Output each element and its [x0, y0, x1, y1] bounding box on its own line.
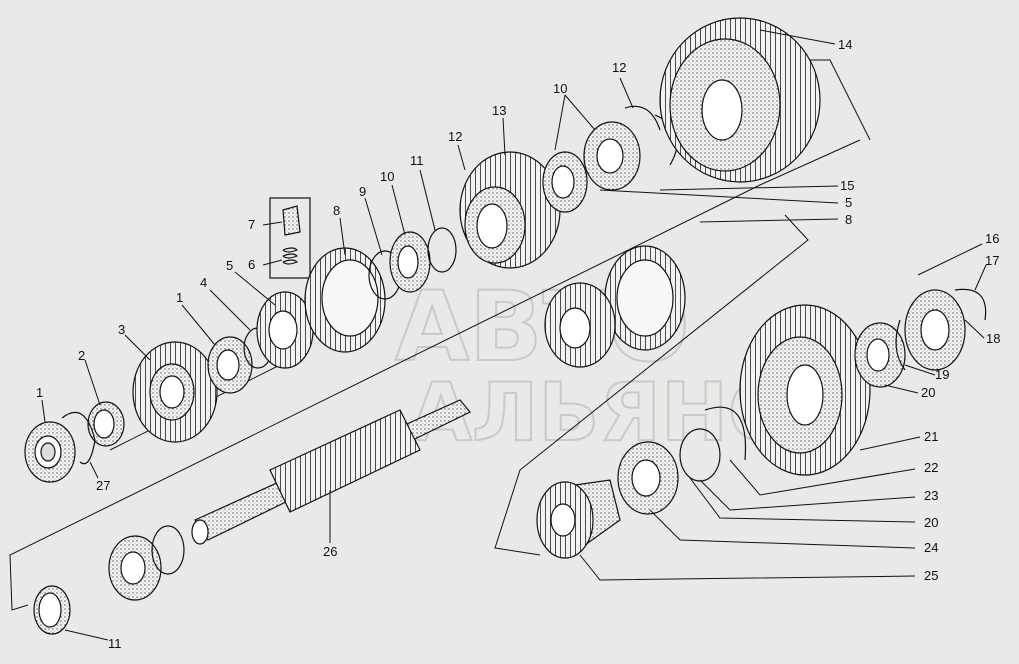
callout-17: 17 [985, 253, 999, 268]
callout-24: 24 [924, 540, 938, 555]
ring-23 [679, 428, 721, 482]
circlip-17 [954, 288, 987, 321]
bearing-10-left [389, 231, 431, 293]
synchro-hub-8 [304, 247, 386, 353]
guide-line-lower [494, 214, 809, 556]
gear-14 [659, 17, 821, 183]
circlip-27 [61, 412, 96, 465]
gear-5 [256, 291, 314, 369]
callout-11-top: 11 [410, 153, 424, 168]
callout-21: 21 [924, 429, 938, 444]
callout-2: 2 [78, 348, 85, 363]
callout-12-top: 12 [612, 60, 626, 75]
circlip-19 [895, 319, 906, 371]
plunger-7 [282, 205, 301, 236]
guide-line-upper [9, 139, 861, 611]
callout-18: 18 [986, 331, 1000, 346]
bearing-1-left [24, 421, 76, 483]
callout-5-left: 5 [226, 258, 233, 273]
callout-10-top: 10 [553, 81, 567, 96]
synchro-8-lower [604, 245, 686, 351]
callout-9: 9 [359, 184, 366, 199]
callout-13: 13 [492, 103, 506, 118]
bearing-lower-left [108, 535, 162, 601]
callout-6: 6 [248, 257, 255, 272]
ring-11-top [427, 227, 457, 273]
bearing-16 [904, 289, 966, 371]
callout-labels: 1 1 2 3 4 5 5 6 7 8 8 9 10 10 11 11 12 1… [36, 37, 1000, 651]
callout-19: 19 [935, 367, 949, 382]
callout-4: 4 [200, 275, 207, 290]
ring-11-lower [33, 585, 71, 635]
circlip-22 [704, 406, 747, 461]
gear-21 [739, 304, 871, 476]
callout-1-right: 1 [176, 290, 183, 305]
callout-16: 16 [985, 231, 999, 246]
callout-25: 25 [924, 568, 938, 583]
callout-14: 14 [838, 37, 852, 52]
ring-2 [87, 401, 125, 447]
flange-25 [536, 479, 621, 559]
callout-8-left: 8 [333, 203, 340, 218]
bearing-1-right [207, 336, 253, 394]
gear-spline-lower [544, 282, 616, 368]
watermark-line2: АЛЬЯНС [410, 366, 787, 459]
callout-22: 22 [924, 460, 938, 475]
gear-13 [459, 151, 561, 269]
bearing-10-right [542, 121, 641, 213]
detent-box [269, 197, 311, 279]
bearing-20-upper [854, 322, 906, 388]
callout-11-bottom: 11 [108, 636, 122, 651]
callout-12-left: 12 [448, 129, 462, 144]
callout-23: 23 [924, 488, 938, 503]
bearing-24 [617, 441, 679, 515]
callout-26: 26 [323, 544, 337, 559]
callout-5-right: 5 [845, 195, 852, 210]
callout-27: 27 [96, 478, 110, 493]
callout-7: 7 [248, 217, 255, 232]
callout-8-right: 8 [845, 212, 852, 227]
callout-20-lower: 20 [924, 515, 938, 530]
spring-6 [282, 247, 299, 265]
leader-lines [41, 29, 987, 641]
callout-10-left: 10 [380, 169, 394, 184]
callout-20-right: 20 [921, 385, 935, 400]
callout-15: 15 [840, 178, 854, 193]
gear-3 [132, 341, 218, 443]
callout-3: 3 [118, 322, 125, 337]
callout-1-left: 1 [36, 385, 43, 400]
shaft-26 [191, 399, 471, 545]
circlip-12-a [624, 105, 661, 131]
ring-lower-left [151, 525, 185, 575]
